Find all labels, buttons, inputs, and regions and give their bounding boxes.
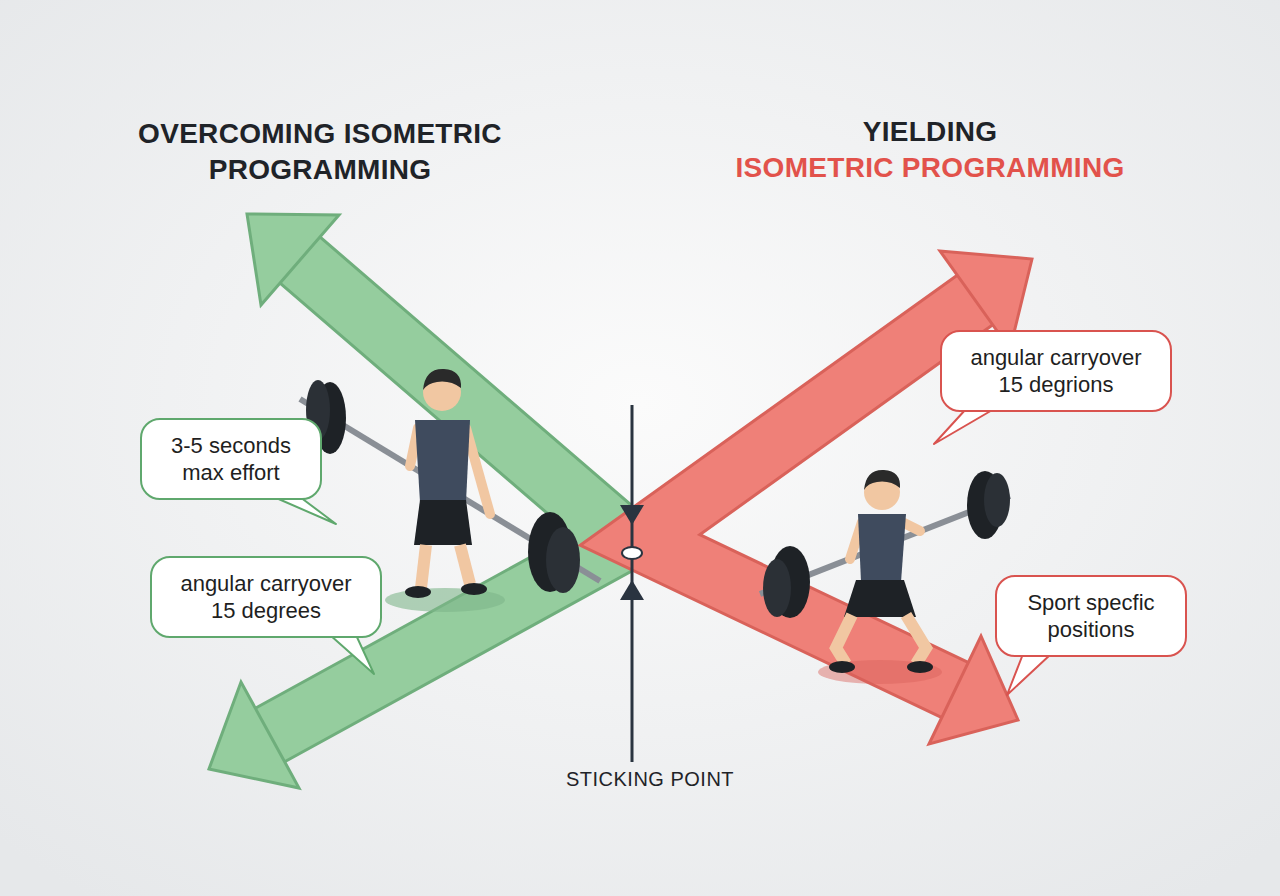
callout-text: 3-5 seconds max effort [156,432,306,486]
sticking-point-marker [620,405,644,762]
section-heading: ISOMETRIC PROGRAMMING [736,152,1125,184]
yielding-arrow [640,251,1032,744]
callout-tail [274,497,336,524]
callout-bubble: angular carryover 15 degrions [940,330,1172,412]
overcoming-arrow [209,214,625,788]
marker-label: STICKING POINT [566,768,734,791]
callout-text: Sport specfic positions [1011,589,1171,643]
callout-text: angular carryover 15 degrees [166,570,366,624]
callout-bubble: 3-5 seconds max effort [140,418,322,500]
section-heading: YIELDING [863,116,998,148]
section-heading: OVERCOMING ISOMETRIC PROGRAMMING [110,116,530,188]
lifter-figure [760,470,1010,684]
callout-bubble: angular carryover 15 degrees [150,556,382,638]
callout-tail [1007,654,1051,695]
callout-text: angular carryover 15 degrions [956,344,1156,398]
callout-tail [934,409,994,444]
callout-bubble: Sport specfic positions [995,575,1187,657]
callout-tail [330,635,374,674]
